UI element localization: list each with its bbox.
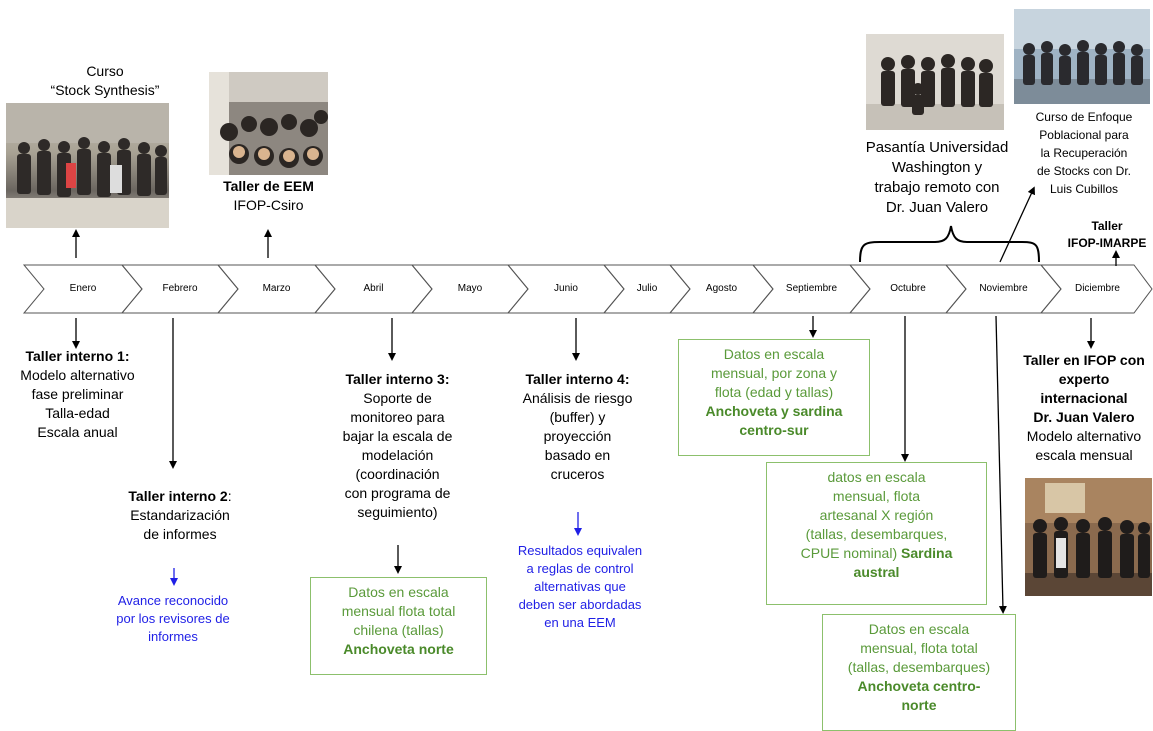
group-photo-taller-ifop: [1025, 478, 1152, 596]
month-label-octubre: Octubre: [890, 283, 926, 294]
group-photo-curso-ep: [1014, 9, 1150, 104]
month-label-febrero: Febrero: [162, 283, 198, 294]
chevron-diciembre: [1039, 264, 1153, 314]
arrow-nov-down: [995, 315, 1007, 614]
oct-data-box: datos en escala mensual, flota artesanal…: [766, 462, 987, 605]
ti4-result: Resultados equivalen a reglas de control…: [517, 543, 643, 630]
arrow-nov-up: [999, 186, 1035, 263]
brace: [859, 225, 1040, 263]
month-label-noviembre: Noviembre: [979, 283, 1028, 294]
taller-ifop-valero: Taller en IFOP con experto internacional…: [1023, 352, 1145, 463]
curso-stock-synthesis-label: Curso “Stock Synthesis”: [50, 63, 160, 98]
month-label-septiembre: Septiembre: [785, 283, 838, 294]
ti2-result: Avance reconocido por los revisores de i…: [116, 593, 230, 644]
ti3-data-box: Datos en escala mensual flota total chil…: [310, 577, 487, 675]
curso-ep-label: Curso de Enfoque Poblacional para la Rec…: [1035, 110, 1133, 196]
month-label-junio: Junio: [554, 283, 578, 294]
group-photo-eem: [209, 72, 328, 175]
group-photo-pasantia: [866, 34, 1004, 130]
taller-interno-3: Taller interno 3: Soporte de monitoreo p…: [342, 371, 453, 520]
pasantia-label: Pasantía Universidad Washington y trabaj…: [865, 139, 1009, 216]
taller-imarpe-label: Taller IFOP-IMARPE: [1067, 219, 1147, 250]
month-label-mayo: Mayo: [457, 283, 483, 294]
month-label-diciembre: Diciembre: [1074, 283, 1120, 294]
month-label-abril: Abril: [363, 283, 384, 294]
taller-interno-4: Taller interno 4: Análisis de riesgo (bu…: [522, 371, 633, 482]
taller-interno-2: Taller interno 2: Estandarización de inf…: [128, 488, 232, 542]
sep-data-box: Datos en escala mensual, por zona y flot…: [678, 339, 870, 456]
month-label-julio: Julio: [636, 283, 658, 294]
month-label-enero: Enero: [69, 283, 97, 294]
taller-eem-label: Taller de EEM IFOP-Csiro: [223, 178, 314, 213]
taller-interno-1: Taller interno 1: Modelo alternativo fas…: [20, 348, 135, 440]
month-label-marzo: Marzo: [262, 283, 291, 294]
month-label-agosto: Agosto: [705, 283, 738, 294]
group-photo-curso-ss: [6, 103, 169, 228]
nov-data-box: Datos en escala mensual, flota total (ta…: [822, 614, 1016, 731]
